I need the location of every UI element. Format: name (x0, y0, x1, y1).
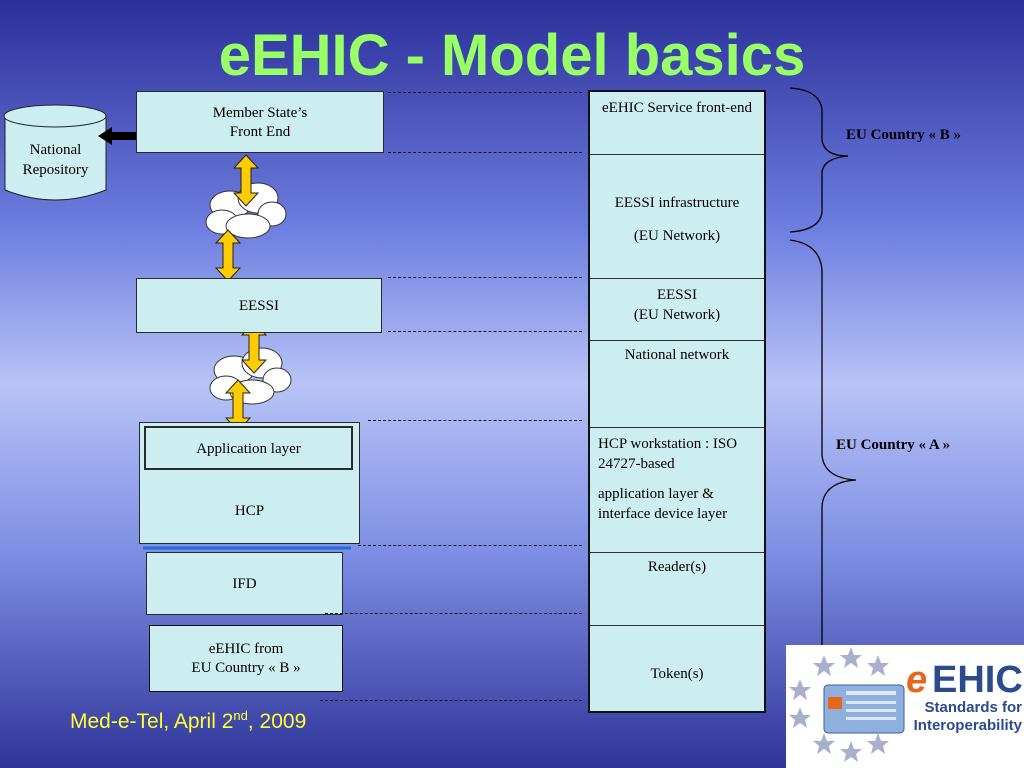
layer-table: eEHIC Service front-end EESSI infrastruc… (588, 90, 766, 713)
repository-cylinder (3, 104, 107, 201)
cell-service-front-end: eEHIC Service front-end (590, 92, 764, 155)
footer-date: Med-e-Tel, April 2nd, 2009 (70, 708, 306, 734)
logo-e: e (906, 659, 928, 701)
application-layer-box: Application layer (144, 426, 353, 470)
eessi-line-1: EESSI (656, 287, 697, 303)
logo-ehic: EHIC (932, 659, 1023, 701)
card-line-1: eEHIC from (208, 641, 284, 657)
hcp-box: Application layer HCP (139, 422, 360, 544)
repository-line-1: National (29, 142, 82, 158)
logo-line-1: Standards for (924, 699, 1022, 716)
footer-sup: nd (233, 708, 248, 723)
eehic-card-box: eEHIC from EU Country « B » (149, 625, 343, 692)
eessi-line-2: (EU Network) (633, 307, 721, 323)
infra-line-2: (EU Network) (633, 228, 721, 244)
hcp-label: HCP (234, 503, 265, 519)
dashed-guide (388, 92, 582, 93)
brace-country-b (789, 87, 849, 233)
label-eu-country-a: EU Country « A » (836, 437, 951, 453)
card-line-2: EU Country « B » (191, 660, 301, 676)
ifd-box: IFD (146, 552, 343, 615)
footer-text: Med-e-Tel, April 2 (70, 710, 234, 733)
footer-year: , 2009 (247, 710, 307, 733)
eu-stars-card-icon (789, 647, 905, 762)
slide-title: eEHIC - Model basics (218, 23, 806, 88)
dashed-guide (368, 420, 582, 421)
hcp-ws-line-2: application layer & interface device lay… (598, 486, 728, 522)
dashed-guide (388, 331, 582, 332)
front-end-line-1: Member State’s (212, 105, 308, 121)
dashed-guide (320, 700, 582, 701)
dashed-guide (325, 613, 582, 614)
infra-line-1: EESSI infrastructure (614, 195, 740, 211)
cell-eessi-network: EESSI (EU Network) (590, 279, 764, 341)
national-repository-label: National Repository (5, 140, 106, 180)
dashed-guide (388, 152, 582, 153)
hcp-ws-line-1: HCP workstation : ISO 24727-based (598, 436, 738, 472)
dashed-guide (388, 277, 582, 278)
eessi-box: EESSI (136, 278, 382, 333)
cell-national-network: National network (590, 341, 764, 428)
front-end-line-2: Front End (229, 124, 291, 140)
repository-line-2: Repository (22, 162, 89, 178)
cell-tokens: Token(s) (650, 666, 704, 682)
member-state-front-end: Member State’s Front End (136, 91, 384, 153)
cell-hcp-workstation: HCP workstation : ISO 24727-based applic… (590, 428, 764, 553)
cell-readers: Reader(s) (590, 553, 764, 626)
dashed-guide (358, 545, 582, 546)
label-eu-country-b: EU Country « B » (846, 127, 962, 143)
logo-line-2: Interoperability (913, 717, 1022, 734)
cell-eessi-infrastructure: EESSI infrastructure (EU Network) (590, 155, 764, 279)
eehic-logo: e EHIC Standards for Interoperability (786, 645, 1024, 768)
